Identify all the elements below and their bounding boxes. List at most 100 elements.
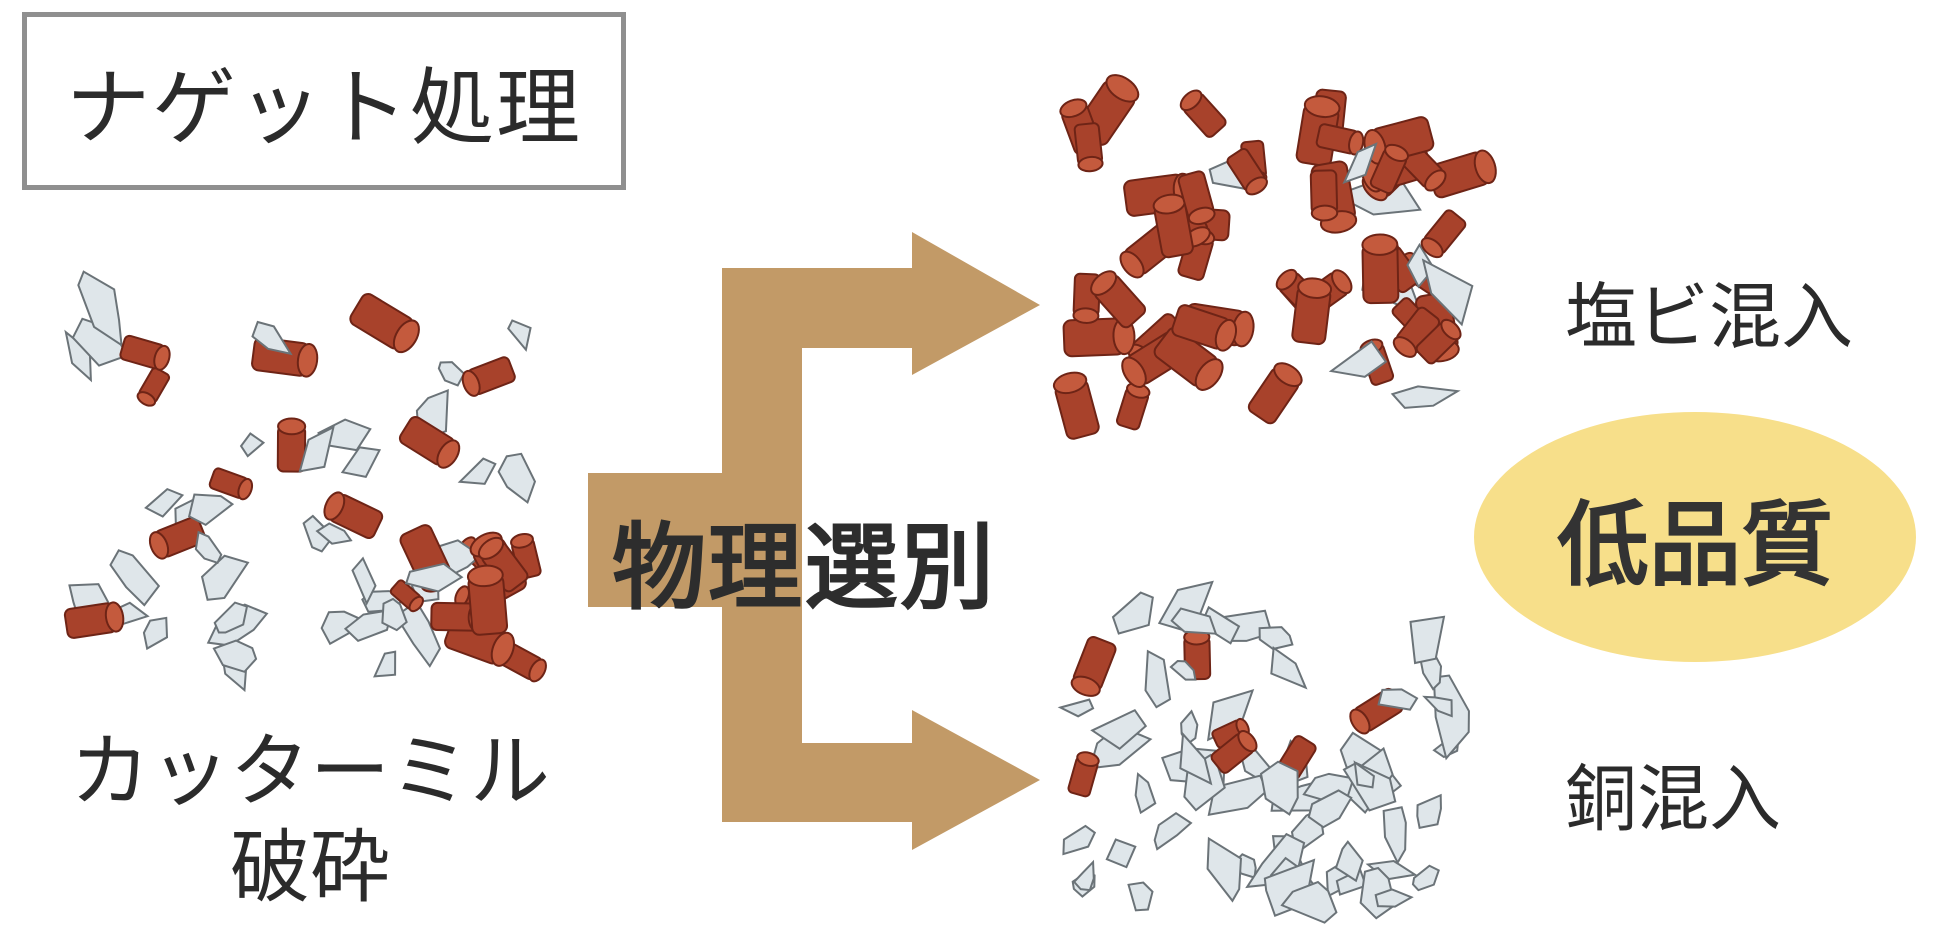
- pvc-fragment: [1111, 591, 1154, 635]
- title-box: ナゲット処理: [22, 12, 626, 190]
- pvc-fragment: [1411, 864, 1440, 892]
- pvc-fragment: [298, 425, 335, 473]
- copper-chip: [148, 516, 207, 560]
- copper-chip: [1070, 635, 1117, 697]
- copper-chip: [398, 415, 461, 469]
- branch-arrow-shape: [588, 232, 1040, 850]
- copper-chip: [136, 367, 171, 407]
- pvc-fragment: [1062, 824, 1097, 856]
- pvc-fragment: [1134, 772, 1157, 815]
- pvc-fragment: [1057, 698, 1095, 718]
- pvc-fragment: [351, 556, 377, 606]
- pvc-fragment: [188, 493, 235, 527]
- pvc-fragment: [1382, 806, 1407, 865]
- pvc-fragment: [1334, 840, 1364, 883]
- pvc-fragment: [1374, 888, 1414, 908]
- copper-chip: [1226, 147, 1268, 196]
- pvc-fragment: [212, 639, 258, 673]
- pvc-fragment: [381, 597, 408, 632]
- pvc-fragment: [1259, 760, 1299, 816]
- copper-chip: [119, 334, 171, 371]
- pvc-fragment: [200, 554, 250, 601]
- pvc-fragment: [1280, 880, 1338, 924]
- pvc-fragment: [497, 452, 537, 504]
- pvc-fragment: [1390, 385, 1461, 409]
- input-label-line1: カッターミル: [70, 725, 550, 818]
- quality-label: 低品質: [1556, 491, 1833, 599]
- pvc-fragment: [1153, 812, 1193, 851]
- copper-chip: [349, 293, 420, 354]
- copper-mix-fragments: [1057, 580, 1470, 924]
- pvc-fragment: [1169, 659, 1197, 681]
- copper-chip: [1115, 382, 1151, 431]
- pvc-fragment: [507, 319, 532, 352]
- copper-chip: [63, 601, 125, 639]
- pvc-fragment: [1307, 789, 1353, 829]
- copper-chip: [1073, 122, 1104, 173]
- pvc-fragment: [1342, 142, 1378, 185]
- pvc-fragment: [1072, 859, 1095, 892]
- pvc-fragment: [213, 601, 249, 634]
- copper-chip: [1309, 169, 1339, 222]
- pvc-fragment: [373, 650, 397, 678]
- pvc-fragment: [404, 562, 464, 593]
- copper-chip: [1291, 277, 1333, 346]
- pvc-fragment: [1179, 731, 1213, 786]
- pvc-fragment: [457, 457, 497, 485]
- copper-chip: [208, 467, 254, 501]
- copper-chip: [466, 564, 509, 636]
- branch-arrow: [588, 232, 1040, 850]
- pvc-fragment: [1127, 881, 1154, 912]
- pvc-fragment: [239, 432, 266, 458]
- title-text: ナゲット処理: [65, 58, 582, 157]
- input-fragments: [63, 270, 547, 693]
- copper-chip: [276, 417, 307, 473]
- pvc-fragment: [1422, 695, 1453, 718]
- input-label-line2: 破砕: [230, 821, 390, 914]
- output-label-pvc: 塩ビ混入: [1565, 275, 1854, 359]
- quality-badge: 低品質: [1474, 412, 1916, 662]
- copper-chip: [1171, 304, 1238, 352]
- process-label: 物理選別: [612, 514, 997, 623]
- copper-chip: [1415, 318, 1462, 365]
- copper-chip: [1361, 233, 1400, 305]
- pvc-fragment: [1377, 688, 1419, 711]
- pvc-fragment: [77, 270, 123, 348]
- pvc-fragment: [1270, 646, 1308, 690]
- pvc-fragment: [1328, 340, 1388, 378]
- output-label-copper: 銅混入: [1565, 757, 1782, 841]
- copper-chip: [1179, 89, 1227, 138]
- copper-chip: [1067, 751, 1100, 798]
- copper-chip: [1090, 270, 1147, 329]
- copper-chip: [389, 579, 424, 613]
- pvc-fragment: [194, 530, 223, 565]
- copper-chip: [1210, 730, 1258, 774]
- pvc-fragment: [144, 487, 185, 518]
- copper-chip: [1420, 209, 1467, 259]
- pvc-fragment: [1180, 709, 1199, 746]
- copper-chip: [1315, 123, 1365, 156]
- copper-chip: [323, 491, 384, 540]
- pvc-fragment: [1409, 615, 1446, 665]
- pvc-fragment: [109, 549, 161, 607]
- pvc-fragment: [1090, 708, 1148, 750]
- pvc-fragment: [1353, 760, 1375, 789]
- copper-chip: [1052, 371, 1100, 440]
- input-label: カッターミル 破砕: [60, 724, 560, 916]
- pvc-fragment: [1170, 607, 1218, 635]
- pvc-fragment: [1105, 838, 1137, 869]
- copper-chip: [1369, 143, 1409, 195]
- pvc-fragment: [437, 361, 466, 387]
- pvc-fragment: [315, 522, 353, 545]
- copper-chip: [1247, 362, 1303, 425]
- pvc-fragment: [1206, 836, 1242, 903]
- copper-chip: [1392, 306, 1441, 358]
- pvc-fragment: [1421, 258, 1474, 327]
- pvc-fragment: [251, 320, 293, 356]
- copper-chip: [461, 356, 516, 397]
- pvc-fragment: [1144, 649, 1172, 709]
- copper-chip: [1152, 193, 1194, 259]
- copper-chip: [1153, 326, 1224, 391]
- pvc-mix-fragments: [1052, 74, 1497, 440]
